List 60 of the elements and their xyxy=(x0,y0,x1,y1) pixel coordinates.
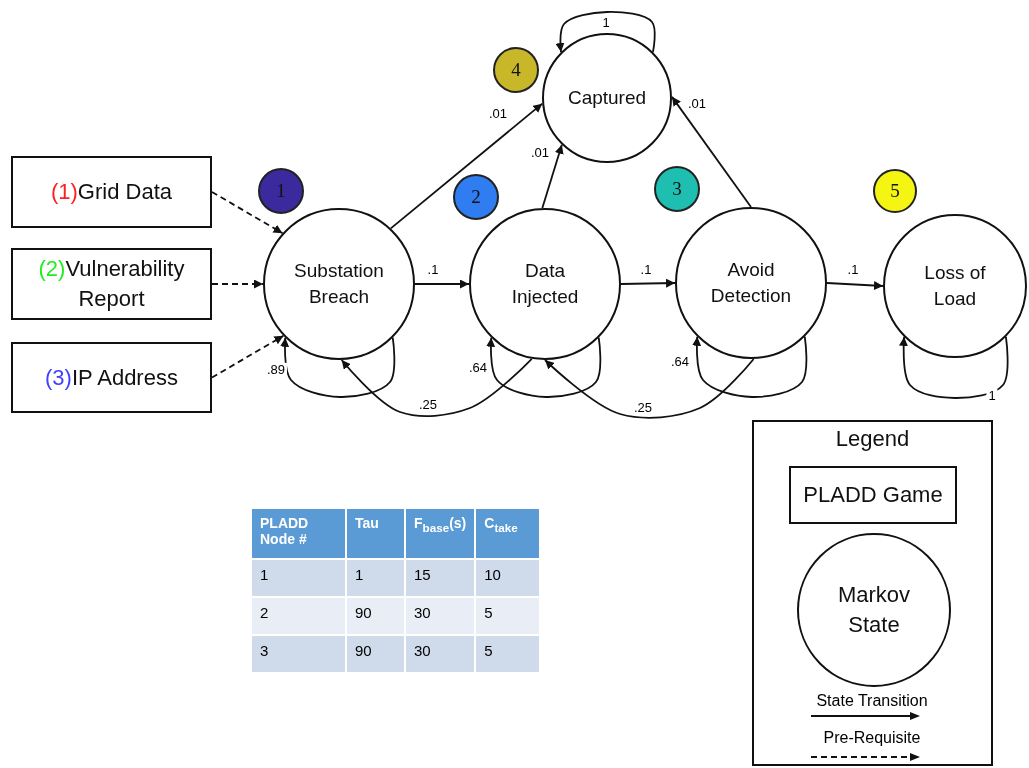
input-box xyxy=(11,156,212,228)
table-value: 5 xyxy=(476,636,540,672)
number-badge xyxy=(453,174,499,220)
prerequisite-arrow xyxy=(211,334,285,379)
legend-game-box xyxy=(789,466,957,524)
input-box xyxy=(11,342,212,413)
number-badge xyxy=(654,166,700,212)
legend-title: Legend xyxy=(835,425,910,453)
column-header: Tau xyxy=(347,509,404,558)
badge-number: 4 xyxy=(511,58,521,83)
node-label: Captured xyxy=(567,86,647,111)
number-badge xyxy=(258,168,304,214)
node-label: (3)IP Address xyxy=(45,363,178,392)
node-label: Markov State xyxy=(836,581,912,639)
node-label: PLADD Game xyxy=(803,481,943,510)
transition-arrow xyxy=(899,336,1009,399)
node-label: Loss of Load xyxy=(923,261,987,311)
node-label: (1)Grid Data xyxy=(50,178,172,207)
number-badge xyxy=(493,47,539,93)
transition-arrow xyxy=(671,95,752,208)
column-header: PLADD Node # xyxy=(252,509,345,558)
transition-arrow xyxy=(692,335,808,398)
legend-label: State Transition xyxy=(816,692,928,710)
table-value: 30 xyxy=(406,636,475,672)
table-value: 90 xyxy=(347,636,404,672)
node-label: Avoid Detection xyxy=(709,258,793,308)
transition-arrow xyxy=(555,11,656,53)
table-value: 5 xyxy=(476,598,540,634)
table-value: 15 xyxy=(406,560,475,596)
column-header: F$_{base}$(s) xyxy=(406,509,475,558)
transition-arrow xyxy=(541,143,564,209)
badge-number: 1 xyxy=(276,179,286,204)
node-label: Substation Breach xyxy=(293,259,385,309)
transition-arrow xyxy=(414,279,470,289)
legend-panel xyxy=(752,420,993,766)
table-value: 3 xyxy=(252,636,345,672)
input-box xyxy=(11,248,212,320)
transition-arrow xyxy=(389,102,544,230)
table-value: 90 xyxy=(347,598,404,634)
node-label: (2)Vulnerability Report xyxy=(37,255,186,313)
badge-number: 2 xyxy=(471,185,481,210)
transition-arrow xyxy=(544,358,755,419)
legend-label: Pre-Requisite xyxy=(823,729,921,747)
transition-arrow xyxy=(620,278,676,288)
badge-number: 5 xyxy=(890,179,900,204)
transition-arrow xyxy=(826,281,884,290)
transition-arrow xyxy=(280,336,396,398)
table-value: 1 xyxy=(252,560,345,596)
badge-number: 3 xyxy=(672,177,682,202)
table-value: 30 xyxy=(406,598,475,634)
transition-arrow xyxy=(340,357,533,417)
table-value: 1 xyxy=(347,560,404,596)
table-value: 10 xyxy=(476,560,540,596)
node-label: Data Injected xyxy=(510,259,580,309)
prerequisite-arrow xyxy=(211,191,284,235)
number-badge xyxy=(873,169,917,213)
table-value: 2 xyxy=(252,598,345,634)
prerequisite-arrow xyxy=(211,279,264,289)
column-header: C$_{take}$ xyxy=(476,509,540,558)
transition-arrow xyxy=(486,336,602,398)
